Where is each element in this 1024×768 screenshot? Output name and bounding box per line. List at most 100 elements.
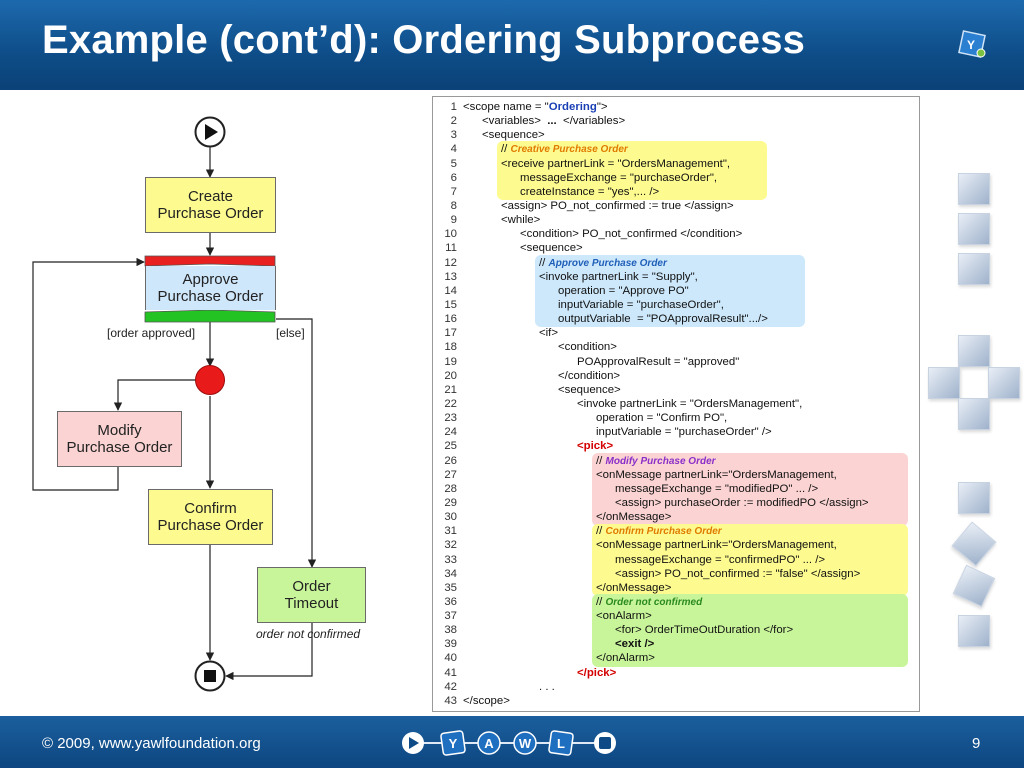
line-number: 25 bbox=[444, 440, 457, 453]
code-text: <invoke partnerLink = "OrdersManagement"… bbox=[577, 397, 803, 410]
line-number: 29 bbox=[444, 496, 457, 509]
decorative-tile bbox=[958, 398, 990, 430]
code-line: 20</condition> bbox=[433, 369, 919, 383]
code-line: 21<sequence> bbox=[433, 383, 919, 397]
code-text: <invoke partnerLink = "Supply", bbox=[539, 270, 698, 283]
line-number: 18 bbox=[444, 341, 457, 354]
diagram-connectors bbox=[32, 116, 317, 692]
code-line: 41</pick> bbox=[433, 666, 919, 680]
code-text: <for> OrderTimeOutDuration </for> bbox=[615, 624, 794, 637]
line-number: 39 bbox=[444, 638, 457, 651]
line-number: 26 bbox=[444, 454, 457, 467]
line-number: 12 bbox=[444, 256, 457, 269]
page-number: 9 bbox=[972, 735, 981, 752]
code-text: <receive partnerLink = "OrdersManagement… bbox=[501, 157, 731, 170]
code-line: 11 <sequence> bbox=[433, 241, 919, 255]
line-number: 32 bbox=[444, 539, 457, 552]
line-number: 11 bbox=[445, 242, 457, 255]
decision-condition-icon bbox=[195, 365, 225, 395]
line-number: 16 bbox=[444, 313, 457, 326]
code-text: . . . bbox=[539, 680, 555, 693]
decorative-tile bbox=[958, 482, 990, 514]
line-number: 31 bbox=[444, 525, 457, 538]
line-number: 22 bbox=[444, 397, 457, 410]
task-approve-purchase-order: Approve Purchase Order bbox=[145, 266, 276, 310]
decorative-tile bbox=[958, 615, 990, 647]
code-text: <assign> PO_not_confirmed := "false" </a… bbox=[615, 567, 861, 580]
line-number: 34 bbox=[444, 567, 457, 580]
decorative-tile bbox=[958, 173, 990, 205]
line-number: 10 bbox=[444, 228, 457, 241]
slide-header: Example (cont’d): Ordering Subprocess Y bbox=[0, 0, 1024, 90]
code-text: operation = "Confirm PO", bbox=[596, 412, 728, 425]
line-number: 13 bbox=[444, 270, 457, 283]
decorative-tile bbox=[952, 564, 996, 608]
bpel-code-listing: 1<scope name = "Ordering">2<variables> .… bbox=[433, 100, 919, 708]
decorative-tile bbox=[958, 335, 990, 367]
code-line: 27<onMessage partnerLink="OrdersManageme… bbox=[433, 468, 919, 482]
code-line: 18<condition> bbox=[433, 340, 919, 354]
code-line: 24 inputVariable = "purchaseOrder" /> bbox=[433, 425, 919, 439]
process-diagram: Create Purchase Order Approve Purchase O… bbox=[0, 100, 420, 700]
code-text: </pick> bbox=[577, 666, 617, 679]
code-text: <condition> PO_not_confirmed </condition… bbox=[520, 228, 743, 241]
line-number: 1 bbox=[450, 101, 457, 113]
code-line: 22 <invoke partnerLink = "OrdersManagemen… bbox=[433, 397, 919, 411]
code-text: POApprovalResult = "approved" bbox=[577, 355, 740, 368]
decorative-tile bbox=[958, 253, 990, 285]
code-text: outputVariable = "POApprovalResult".../> bbox=[558, 313, 768, 326]
code-text: inputVariable = "purchaseOrder", bbox=[558, 298, 724, 311]
code-text: <sequence> bbox=[520, 242, 583, 255]
line-number: 7 bbox=[450, 185, 457, 198]
footer-letter-a: A bbox=[484, 736, 494, 751]
line-number: 43 bbox=[444, 694, 457, 707]
code-text: inputVariable = "purchaseOrder" /> bbox=[596, 426, 772, 439]
xor-split-icon bbox=[144, 309, 276, 323]
line-number: 14 bbox=[444, 284, 457, 297]
code-text: // Confirm Purchase Order bbox=[596, 525, 722, 538]
line-number: 19 bbox=[444, 355, 457, 368]
line-number: 37 bbox=[444, 610, 457, 623]
line-number: 24 bbox=[444, 426, 457, 439]
line-number: 40 bbox=[444, 652, 457, 665]
code-line: 2<variables> ... </variables> bbox=[433, 114, 919, 128]
code-text: // Order not confirmed bbox=[596, 595, 703, 608]
code-text: messageExchange = "confirmedPO" ... /> bbox=[615, 553, 826, 566]
line-number: 23 bbox=[444, 412, 457, 425]
code-line: 39 <exit /> bbox=[433, 637, 919, 651]
code-line: 4// Creative Purchase Order bbox=[433, 142, 919, 156]
line-number: 8 bbox=[450, 199, 457, 212]
footer-letter-y: Y bbox=[449, 736, 458, 751]
code-text: messageExchange = "purchaseOrder", bbox=[520, 171, 718, 184]
code-highlight-block bbox=[592, 594, 908, 667]
line-number: 27 bbox=[444, 468, 457, 481]
code-text: <while> bbox=[501, 214, 541, 227]
code-line: 34 <assign> PO_not_confirmed := "false" <… bbox=[433, 567, 919, 581]
code-highlight-block bbox=[535, 254, 805, 328]
code-text: <assign> purchaseOrder := modifiedPO </a… bbox=[615, 496, 869, 509]
line-number: 28 bbox=[444, 482, 457, 495]
code-text: </scope> bbox=[463, 694, 510, 707]
code-text: // Modify Purchase Order bbox=[596, 454, 716, 467]
code-text: operation = "Approve PO" bbox=[558, 284, 689, 297]
decorative-tile bbox=[958, 213, 990, 245]
code-line: 9<while> bbox=[433, 213, 919, 227]
label-else: [else] bbox=[276, 326, 305, 340]
code-text: <assign> PO_not_confirmed := true </assi… bbox=[501, 199, 734, 212]
code-line: 42. . . bbox=[433, 680, 919, 694]
task-confirm-purchase-order: Confirm Purchase Order bbox=[148, 489, 273, 545]
code-text: <sequence> bbox=[482, 129, 545, 142]
line-number: 21 bbox=[444, 383, 457, 396]
line-number: 6 bbox=[450, 171, 457, 184]
code-text: <exit /> bbox=[615, 638, 655, 651]
code-line: 6 messageExchange = "purchaseOrder", bbox=[433, 171, 919, 185]
code-line: 1<scope name = "Ordering"> bbox=[433, 100, 919, 114]
code-line: 5<receive partnerLink = "OrdersManagemen… bbox=[433, 157, 919, 171]
code-line: 14 operation = "Approve PO" bbox=[433, 284, 919, 298]
yawl-logo-icon: Y bbox=[958, 30, 986, 58]
code-text: <if> bbox=[539, 327, 558, 340]
code-highlight-block bbox=[592, 523, 908, 597]
code-text: </onMessage> bbox=[596, 511, 672, 524]
slide-title: Example (cont’d): Ordering Subprocess bbox=[42, 18, 806, 62]
